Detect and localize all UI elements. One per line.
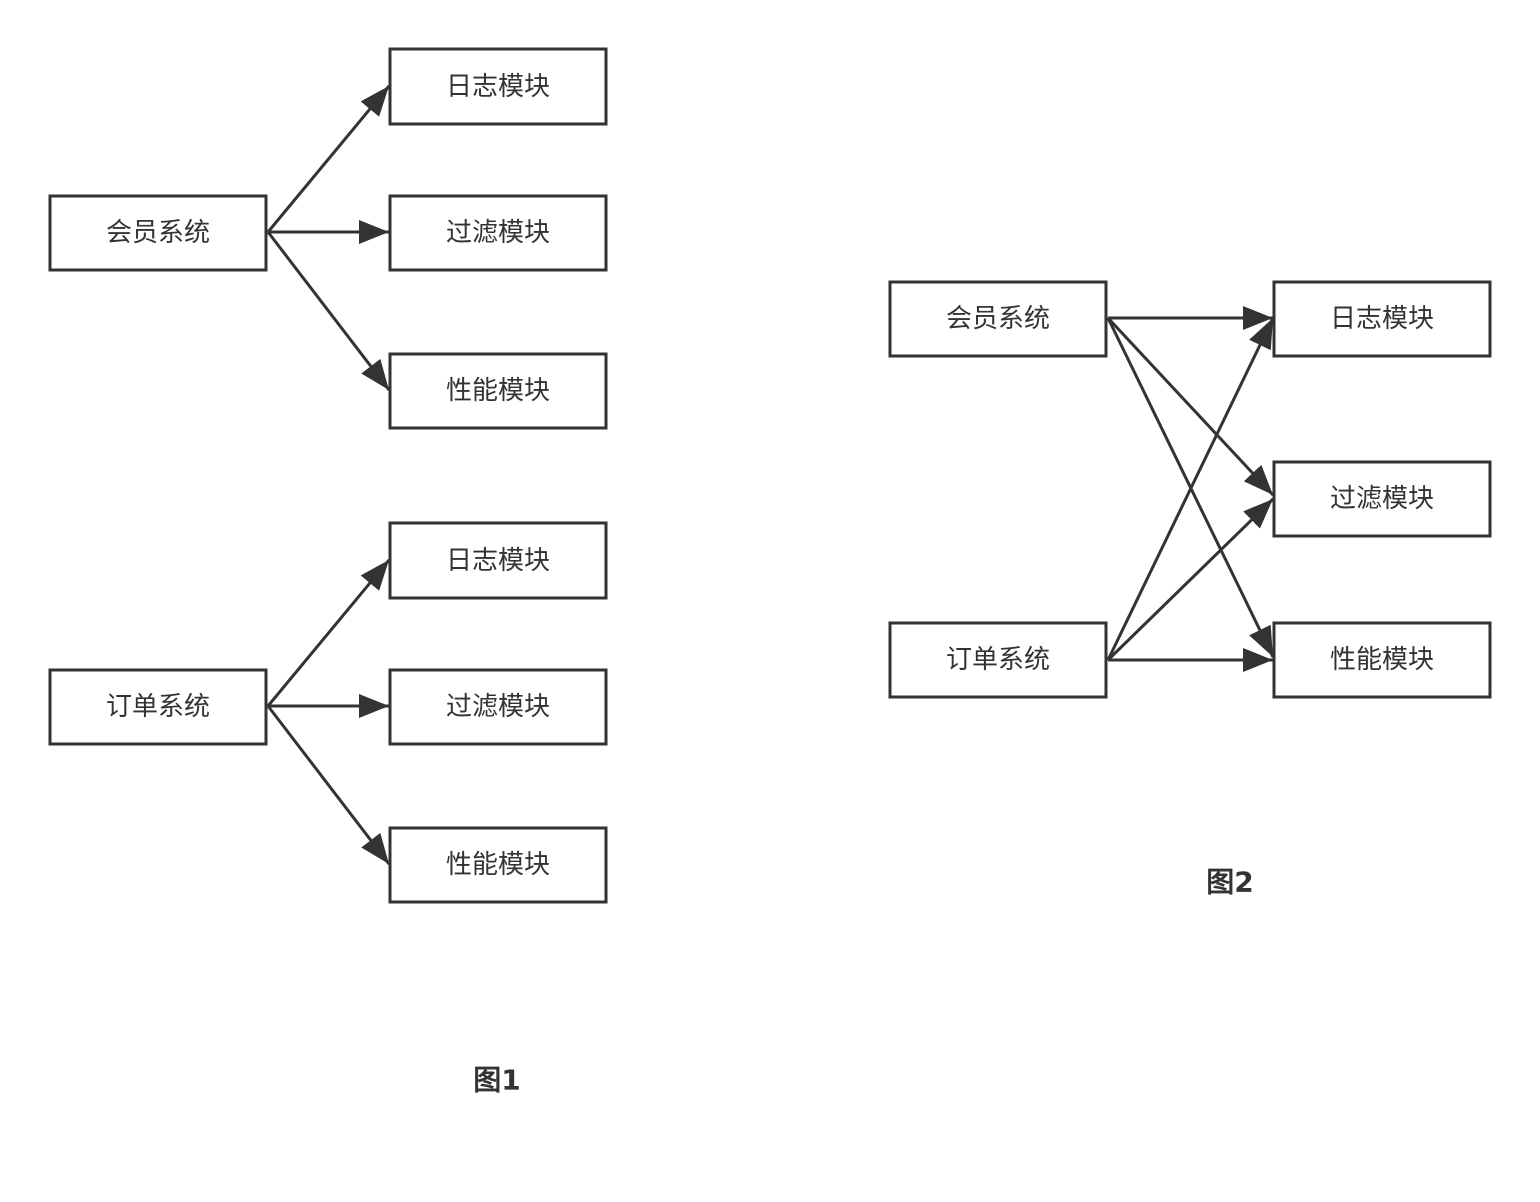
fig1-order-to-log-arrow <box>266 559 391 707</box>
fig2-order-system-box: 订单系统 <box>888 621 1108 699</box>
fig2-filter-module-box: 过滤模块 <box>1272 460 1492 538</box>
fig2-perf-module-box: 性能模块 <box>1272 621 1492 699</box>
fig1-member-log-module-label: 日志模块 <box>446 72 550 102</box>
fig2-filter-module-label: 过滤模块 <box>1330 484 1434 514</box>
fig1-member-system-label: 会员系统 <box>106 218 210 248</box>
figure2-boxes: 会员系统 订单系统 日志模块 过滤模块 性能模块 <box>888 280 1492 699</box>
fig1-order-log-module-label: 日志模块 <box>446 546 550 576</box>
figure1-boxes: 会员系统 日志模块 过滤模块 性能模块 订单系统 日志模块 过滤模块 性能模 <box>48 47 608 904</box>
fig1-member-log-module-box: 日志模块 <box>388 47 608 126</box>
fig2-perf-module-label: 性能模块 <box>1330 645 1434 675</box>
fig1-order-system-box: 订单系统 <box>48 668 268 746</box>
fig1-member-to-perf-arrow <box>266 231 391 391</box>
fig1-member-filter-module-box: 过滤模块 <box>388 194 608 272</box>
fig2-member-to-filter-arrow <box>1106 316 1275 497</box>
fig1-order-to-perf-arrow <box>266 705 391 865</box>
fig2-member-system-box: 会员系统 <box>888 280 1108 358</box>
fig1-order-filter-module-box: 过滤模块 <box>388 668 608 746</box>
fig2-log-module-box: 日志模块 <box>1272 280 1492 358</box>
fig1-order-log-module-box: 日志模块 <box>388 521 608 600</box>
fig2-order-system-label: 订单系统 <box>946 645 1050 675</box>
figure1-caption: 图1 <box>473 1064 520 1097</box>
figure2-edges <box>1106 306 1275 672</box>
fig1-member-perf-module-box: 性能模块 <box>388 352 608 430</box>
fig1-member-perf-module-label: 性能模块 <box>446 376 550 406</box>
fig2-member-system-label: 会员系统 <box>946 304 1050 334</box>
fig1-member-to-log-arrow <box>266 85 391 233</box>
fig1-order-perf-module-box: 性能模块 <box>388 826 608 904</box>
fig1-member-system-box: 会员系统 <box>48 194 268 272</box>
fig1-member-filter-module-label: 过滤模块 <box>446 218 550 248</box>
figure1-edges <box>266 85 391 865</box>
fig1-order-perf-module-label: 性能模块 <box>446 850 550 880</box>
fig1-order-system-label: 订单系统 <box>106 692 210 722</box>
fig2-order-to-log-arrow <box>1106 317 1275 661</box>
fig1-order-filter-module-label: 过滤模块 <box>446 692 550 722</box>
fig2-order-to-filter-arrow <box>1106 497 1275 662</box>
figure2-caption: 图2 <box>1206 866 1253 899</box>
fig2-log-module-label: 日志模块 <box>1330 304 1434 334</box>
